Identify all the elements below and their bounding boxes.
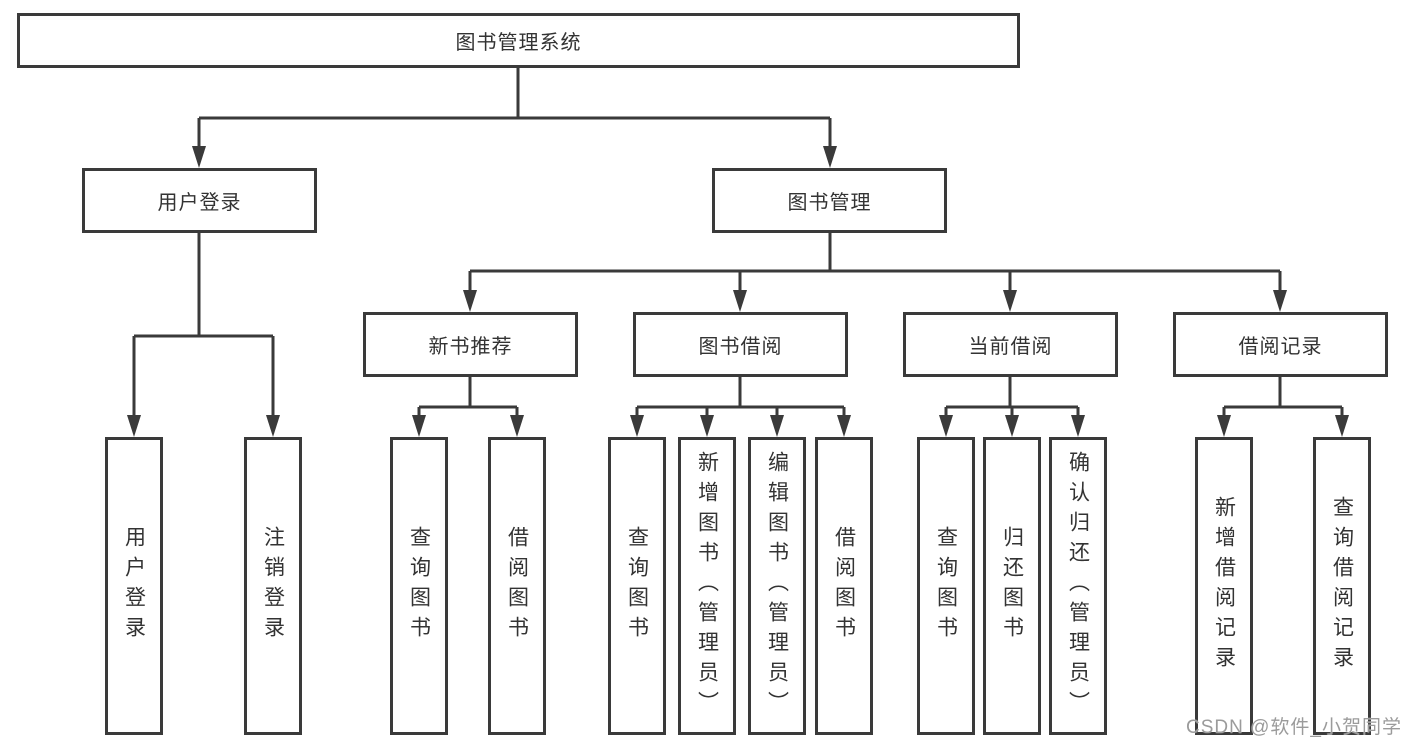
node-current-borrowing: 当前借阅 xyxy=(903,312,1118,377)
node-label: 借阅图书 xyxy=(505,526,529,646)
arrowhead-down-icon xyxy=(1335,415,1349,437)
leaf-newbook-borrow-books: 借阅图书 xyxy=(488,437,546,735)
node-label: 新增图书（管理员） xyxy=(695,451,719,721)
leaf-borrowing-query-books: 查询图书 xyxy=(608,437,666,735)
node-library-management-system: 图书管理系统 xyxy=(17,13,1020,68)
arrowhead-down-icon xyxy=(1003,290,1017,312)
arrowhead-down-icon xyxy=(1217,415,1231,437)
leaf-records-add-borrow-record: 新增借阅记录 xyxy=(1195,437,1253,735)
arrowhead-down-icon xyxy=(770,415,784,437)
node-label: 查询借阅记录 xyxy=(1330,496,1354,676)
arrowhead-down-icon xyxy=(127,415,141,437)
node-label: 图书管理系统 xyxy=(455,32,582,54)
node-label: 查询图书 xyxy=(625,526,649,646)
leaf-borrowing-add-books-admin: 新增图书（管理员） xyxy=(678,437,736,735)
node-label: 图书管理 xyxy=(787,192,872,214)
arrowhead-down-icon xyxy=(463,290,477,312)
node-label: 用户登录 xyxy=(157,192,242,214)
leaf-newbook-query-books: 查询图书 xyxy=(390,437,448,735)
node-label: 借阅记录 xyxy=(1238,336,1323,358)
arrowhead-down-icon xyxy=(510,415,524,437)
node-label: 查询图书 xyxy=(407,526,431,646)
node-book-borrowing: 图书借阅 xyxy=(633,312,848,377)
arrowhead-down-icon xyxy=(823,146,837,168)
leaf-records-query-borrow-record: 查询借阅记录 xyxy=(1313,437,1371,735)
arrowhead-down-icon xyxy=(1273,290,1287,312)
leaf-borrowing-edit-books-admin: 编辑图书（管理员） xyxy=(748,437,806,735)
arrowhead-down-icon xyxy=(412,415,426,437)
arrowhead-down-icon xyxy=(733,290,747,312)
node-label: 注销登录 xyxy=(261,526,285,646)
leaf-current-query-books: 查询图书 xyxy=(917,437,975,735)
node-label: 新书推荐 xyxy=(428,336,513,358)
leaf-logout: 注销登录 xyxy=(244,437,302,735)
leaf-user-login: 用户登录 xyxy=(105,437,163,735)
arrowhead-down-icon xyxy=(1005,415,1019,437)
node-new-book-recommendation: 新书推荐 xyxy=(363,312,578,377)
csdn-watermark: CSDN @软件_小贺同学 xyxy=(1186,717,1402,738)
node-label: 编辑图书（管理员） xyxy=(765,451,789,721)
arrowhead-down-icon xyxy=(700,415,714,437)
node-label: 新增借阅记录 xyxy=(1212,496,1236,676)
arrowhead-down-icon xyxy=(939,415,953,437)
node-label: 图书借阅 xyxy=(698,336,783,358)
node-label: 借阅图书 xyxy=(832,526,856,646)
leaf-borrowing-borrow-books: 借阅图书 xyxy=(815,437,873,735)
arrowhead-down-icon xyxy=(1071,415,1085,437)
node-label: 用户登录 xyxy=(122,526,146,646)
arrowhead-down-icon xyxy=(266,415,280,437)
leaf-current-return-books: 归还图书 xyxy=(983,437,1041,735)
node-book-management: 图书管理 xyxy=(712,168,947,233)
arrowhead-down-icon xyxy=(192,146,206,168)
node-label: 确认归还（管理员） xyxy=(1066,451,1090,721)
node-label: 归还图书 xyxy=(1000,526,1024,646)
node-borrowing-records: 借阅记录 xyxy=(1173,312,1388,377)
arrowhead-down-icon xyxy=(837,415,851,437)
node-label: 当前借阅 xyxy=(968,336,1053,358)
node-label: 查询图书 xyxy=(934,526,958,646)
leaf-current-confirm-return-admin: 确认归还（管理员） xyxy=(1049,437,1107,735)
arrowhead-down-icon xyxy=(630,415,644,437)
node-user-login: 用户登录 xyxy=(82,168,317,233)
